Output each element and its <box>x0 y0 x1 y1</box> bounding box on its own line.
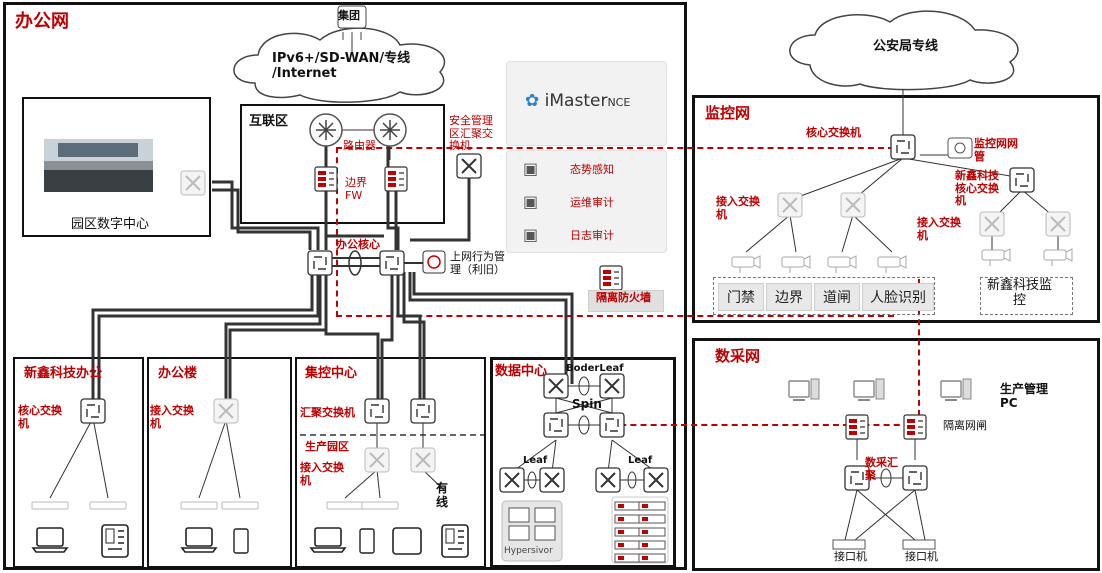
isolation-gateway-label: 隔离网闸 <box>943 419 987 432</box>
mon-category-access: 门禁 <box>718 283 764 311</box>
mgmt-item-situation: 态势感知 <box>570 163 614 176</box>
wan-cloud-label: IPv6+/SD-WAN/专线 /Internet <box>272 51 411 81</box>
wan-cloud <box>233 27 446 103</box>
production-park-label: 生产园区 <box>305 440 349 453</box>
monitor-network-zone <box>692 95 1100 323</box>
campus-dc-title: 园区数字中心 <box>71 217 150 232</box>
office-network-title: 办公网 <box>15 11 69 32</box>
spin-label: Spin <box>572 397 602 411</box>
data-collection-title: 数采网 <box>715 347 761 365</box>
mon-category-face: 人脸识别 <box>862 283 934 311</box>
server-rack <box>611 496 669 564</box>
xinxin-monitor-label: 新鑫科技监 控 <box>987 278 1053 308</box>
monitor-link-dashed <box>336 147 894 317</box>
office-core-label: 办公核心 <box>336 238 380 251</box>
interface2-label: 接口机 <box>905 550 938 563</box>
border-leaf-label: BoderLeaf <box>566 363 624 374</box>
ops-audit-icon: ▣ <box>523 192 539 211</box>
xinxin-office-zone <box>13 357 144 568</box>
imaster-brand: iMaster <box>544 91 608 111</box>
agg-switch-label: 汇聚交换机 <box>300 406 355 419</box>
access-switch-prod-label: 接入交换 机 <box>300 461 344 487</box>
xinxin-monitor-group <box>980 277 1073 315</box>
data-collection-zone <box>692 338 1100 571</box>
mon-category-gate: 道闸 <box>814 283 860 311</box>
interface1-label: 接口机 <box>834 550 867 563</box>
leaf1-label: Leaf <box>523 455 548 466</box>
log-audit-icon: ▣ <box>523 225 539 244</box>
leaf2-label: Leaf <box>628 455 653 466</box>
router-label: 路由器 <box>343 139 376 152</box>
office-network-zone <box>3 2 687 570</box>
campus-dc-zone <box>22 97 211 237</box>
internet-zone <box>240 104 445 224</box>
interface-machine-2 <box>902 539 936 550</box>
xinxin-office-title: 新鑫科技办公 <box>24 366 103 381</box>
data-center-title: 数据中心 <box>495 364 548 379</box>
central-control-zone <box>295 357 486 568</box>
mon-categories-group <box>713 277 935 315</box>
behavior-mgmt-label: 上网行为管 理（利旧） <box>450 250 505 276</box>
access-switch-mon2-label: 接入交换 机 <box>917 216 961 242</box>
xinxin-core-label: 新鑫科技 核心交换 机 <box>955 169 999 208</box>
hypervisor-label: Hypersivor <box>504 546 553 556</box>
control-room-photo <box>44 139 153 192</box>
office-building-title: 办公楼 <box>158 366 198 381</box>
central-control-title: 集控中心 <box>305 366 358 381</box>
access-switch-bldg-label: 接入交换 机 <box>150 404 194 430</box>
mgmt-item-ops-audit: 运维审计 <box>570 196 614 209</box>
interface-machine-1 <box>832 539 866 550</box>
isolation-fw-label-box <box>588 290 664 312</box>
imaster-suffix: NCE <box>607 96 631 109</box>
wired-label: 有 线 <box>436 481 449 509</box>
data-center-zone <box>490 357 676 568</box>
group-icon <box>337 5 367 40</box>
internet-zone-title: 互联区 <box>249 114 289 129</box>
isolation-fw-label: 隔离防火墙 <box>596 291 651 304</box>
prod-mgmt-pc-label: 生产管理 PC <box>1000 382 1049 410</box>
mon-mgmt-icon <box>947 137 973 159</box>
behavior-mgmt-icon <box>422 250 446 274</box>
mon-category-border: 边界 <box>766 283 812 311</box>
core-switch-mon-label: 核心交换机 <box>806 126 861 139</box>
mon-mgmt-label: 监控网网 管 <box>974 137 1018 163</box>
imaster-logo-icon: ✿ <box>525 91 540 111</box>
group-label: 集团 <box>338 9 360 22</box>
access-switch-mon-label: 接入交换 机 <box>716 195 760 221</box>
mgmt-item-log-audit: 日志审计 <box>570 229 614 242</box>
security-switch-label: 安全管理 区汇聚交 换机 <box>449 114 493 153</box>
monitor-network-title: 监控网 <box>705 104 751 122</box>
border-fw-label: 边界 FW <box>345 176 367 202</box>
imaster-card <box>506 61 667 146</box>
office-building-zone <box>147 357 292 568</box>
core-switch-office-label: 核心交换 机 <box>18 404 62 430</box>
police-cloud-label: 公安局专线 <box>873 39 939 54</box>
datacollect-link-dashed <box>600 279 920 426</box>
imaster-logo: ✿ iMasterNCE <box>525 91 631 112</box>
situation-icon: ▣ <box>523 159 539 178</box>
data-agg-label: 数采汇 聚 <box>865 456 898 482</box>
hypervisor-box <box>501 500 563 562</box>
police-cloud <box>789 10 1019 91</box>
mgmt-card <box>506 150 667 253</box>
